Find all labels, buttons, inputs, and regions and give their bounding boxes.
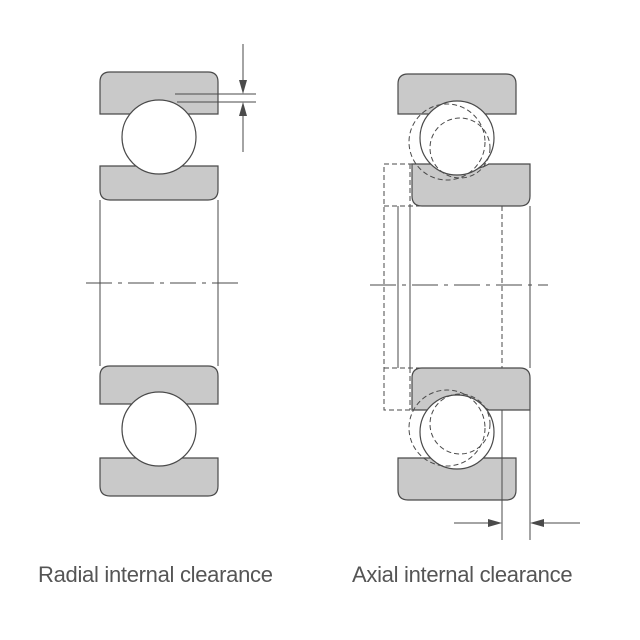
axial-top-ball-path <box>429 117 491 179</box>
axial-clearance-caption: Axial internal clearance <box>352 562 573 587</box>
axial-bottom-ball <box>419 394 495 470</box>
radial-clearance-caption: Radial internal clearance <box>38 562 273 587</box>
arrow-up-icon <box>239 102 247 116</box>
axial-bottom-ball-displaced <box>408 389 486 467</box>
axial-clearance-bearing <box>370 73 580 540</box>
arrow-down-icon <box>239 80 247 94</box>
axial-top-ball <box>419 100 495 176</box>
arrow-left-icon <box>530 519 544 527</box>
axial-top-ball-displaced <box>408 103 486 181</box>
top-ball <box>121 99 197 175</box>
radial-clearance-bearing <box>86 44 256 497</box>
bottom-ball <box>121 391 197 467</box>
axial-bottom-ball-path <box>429 393 491 455</box>
arrow-right-icon <box>488 519 502 527</box>
